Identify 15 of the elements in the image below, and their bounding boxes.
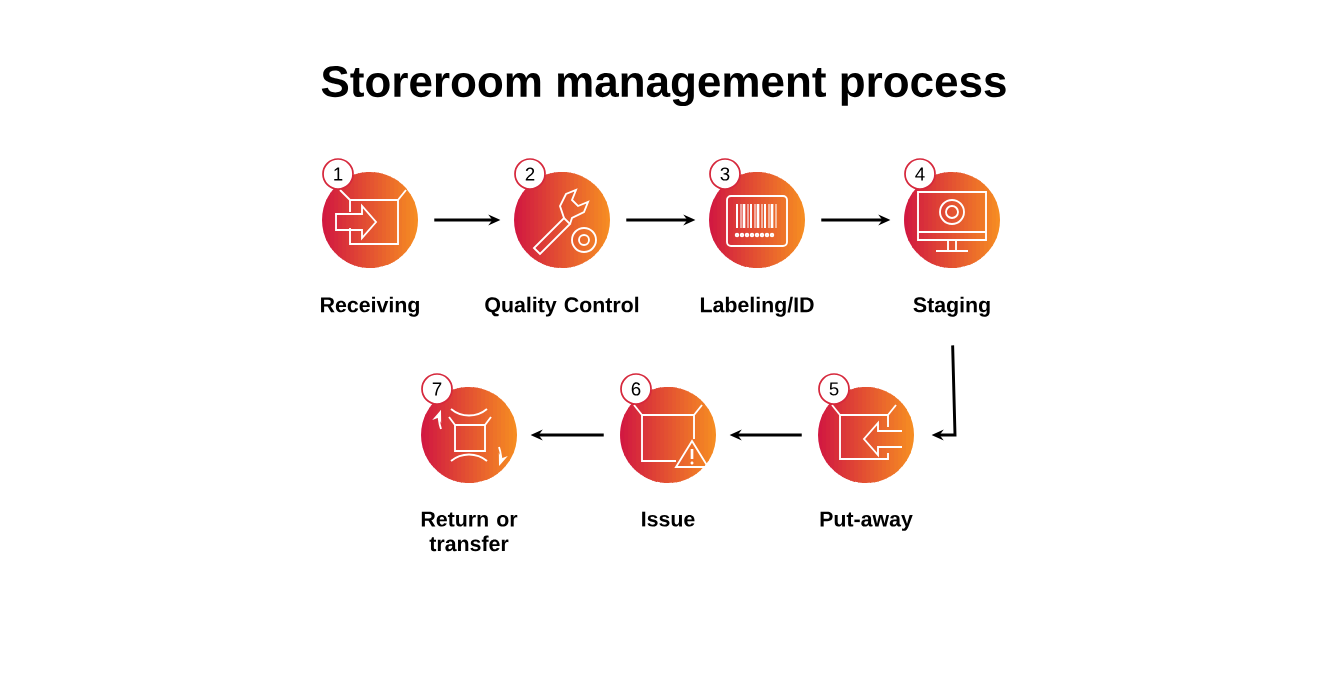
- step-label: Receiving: [321, 296, 419, 317]
- number-badge: 1: [322, 158, 354, 190]
- step-label: Issue: [642, 511, 695, 527]
- number-badge: 7: [421, 373, 453, 405]
- number-badge: 5: [818, 373, 850, 405]
- step-label: Staging: [913, 296, 990, 317]
- step-label: Labeling/ID: [700, 296, 814, 317]
- number-badge: 6: [620, 373, 652, 405]
- number-badge: 2: [514, 158, 546, 190]
- number-badge: 4: [904, 158, 936, 190]
- step-label: Return or transfer: [421, 511, 518, 552]
- number-badge: 3: [709, 158, 741, 190]
- step-label: Quality Control: [485, 296, 639, 317]
- step-label: Put-away: [820, 511, 913, 531]
- title: Storeroom management process: [321, 66, 1006, 106]
